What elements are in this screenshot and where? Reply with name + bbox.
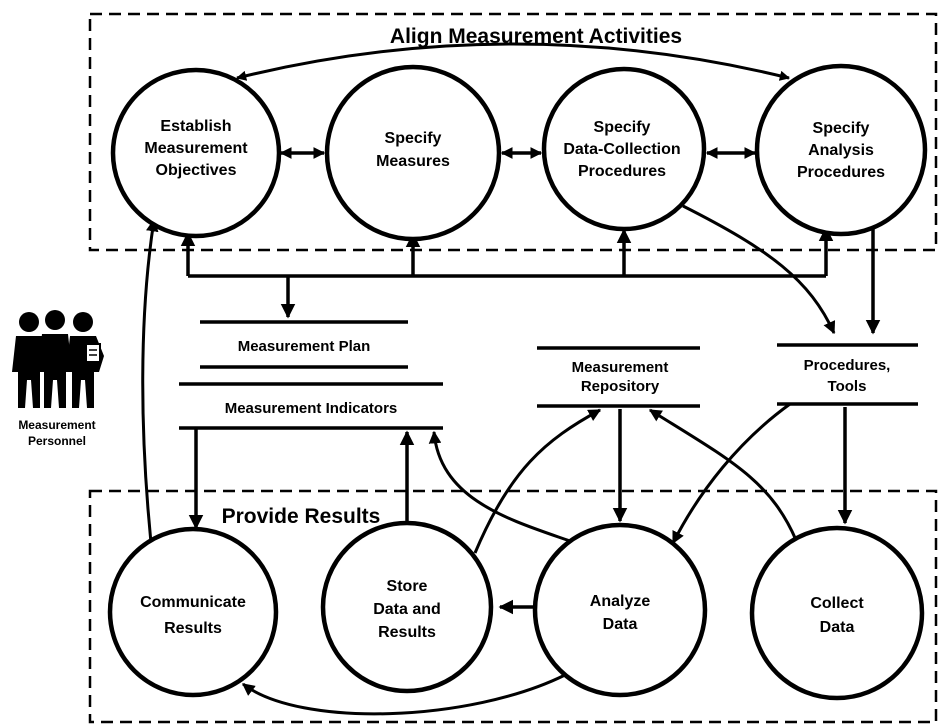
personnel-label-line1: Measurement (18, 418, 95, 432)
arrow-store-to-repository (473, 408, 602, 554)
store-measurement-indicators: Measurement Indicators (179, 382, 443, 430)
people-group-icon (12, 310, 104, 408)
svg-text:Store: Store (387, 578, 428, 595)
svg-text:Procedures: Procedures (797, 164, 885, 181)
arrow-communicate-to-establish (141, 218, 159, 572)
arrow-datacollection-to-procedures (682, 204, 836, 335)
svg-text:Communicate: Communicate (140, 594, 246, 611)
store-measurement-repository: Measurement Repository (537, 346, 700, 408)
svg-text:Specify: Specify (813, 120, 870, 137)
process-specify-analysis: Specify Analysis Procedures (754, 63, 928, 237)
process-store-data: Store Data and Results (320, 520, 494, 694)
svg-text:Specify: Specify (594, 119, 651, 136)
store-procedures-tools: Procedures, Tools (777, 343, 918, 406)
svg-text:Measurement: Measurement (144, 140, 248, 157)
arrow-collect-to-repository (648, 408, 798, 541)
svg-text:Measurement Indicators: Measurement Indicators (225, 400, 398, 417)
svg-text:Repository: Repository (581, 378, 660, 395)
svg-text:Results: Results (164, 620, 222, 637)
personnel-label-line2: Personnel (28, 434, 86, 448)
process-analyze-data: Analyze Data (532, 522, 708, 698)
svg-text:Data-Collection: Data-Collection (563, 141, 680, 158)
store-measurement-plan: Measurement Plan (200, 320, 408, 369)
svg-text:Analysis: Analysis (808, 142, 874, 159)
align-activities-title: Align Measurement Activities (390, 25, 682, 48)
svg-text:Procedures: Procedures (578, 163, 666, 180)
process-collect-data: Collect Data (749, 525, 925, 701)
svg-text:Tools: Tools (828, 378, 867, 395)
process-establish-objectives: Establish Measurement Objectives (110, 67, 282, 239)
process-specify-measures: Specify Measures (324, 64, 502, 242)
svg-text:Data: Data (820, 619, 855, 636)
svg-text:Establish: Establish (160, 118, 231, 135)
provide-results-boundary (88, 489, 938, 724)
process-specify-data-collection: Specify Data-Collection Procedures (541, 66, 707, 232)
arrow-analyze-to-communicate (242, 673, 566, 716)
arrow-establish-analysis (236, 42, 790, 81)
svg-text:Objectives: Objectives (156, 162, 237, 179)
svg-text:Procedures,: Procedures, (804, 357, 891, 374)
arrow-analyze-to-indicators (428, 430, 571, 543)
svg-text:Measurement Plan: Measurement Plan (238, 338, 371, 355)
svg-text:Specify: Specify (385, 130, 442, 147)
provide-results-title: Provide Results (222, 505, 381, 528)
svg-text:Collect: Collect (810, 595, 864, 612)
arrow-procedures-to-analyze (671, 402, 791, 545)
svg-text:Data: Data (603, 616, 638, 633)
svg-text:Measures: Measures (376, 153, 450, 170)
align-activities-boundary (88, 12, 938, 252)
process-communicate-results: Communicate Results (107, 526, 279, 698)
svg-text:Results: Results (378, 624, 436, 641)
svg-text:Data and: Data and (373, 601, 441, 618)
svg-text:Analyze: Analyze (590, 593, 651, 610)
svg-text:Measurement: Measurement (572, 359, 669, 376)
